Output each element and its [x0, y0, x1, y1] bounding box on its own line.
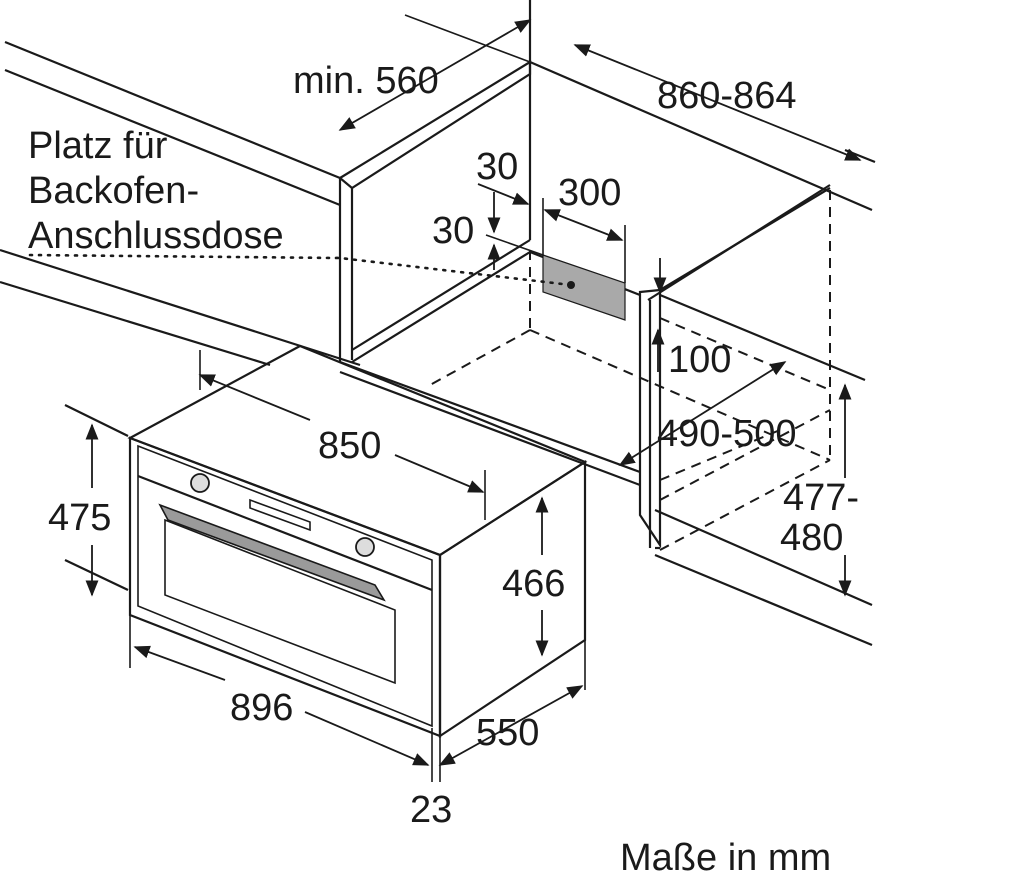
label-466: 466 [502, 563, 565, 605]
label-platz-line2: Backofen- [28, 170, 199, 212]
hidden-outline [429, 190, 831, 551]
label-units: Maße in mm [620, 837, 831, 878]
oven [127, 344, 588, 739]
knob-right-icon [355, 537, 375, 557]
labels: min. 560 860-864 Platz für Backofen- Ans… [28, 60, 859, 878]
label-100: 100 [668, 339, 731, 381]
knob-left-icon [190, 473, 210, 493]
label-860-864: 860-864 [657, 75, 796, 117]
dimension-lines [85, 14, 862, 782]
label-platz-line1: Platz für [28, 125, 168, 167]
label-300: 300 [558, 172, 621, 214]
label-550: 550 [476, 712, 539, 754]
door-handle [158, 503, 386, 602]
label-30-top: 30 [476, 146, 518, 188]
label-477: 477- [783, 477, 859, 519]
label-896: 896 [230, 687, 293, 729]
label-23: 23 [410, 789, 452, 831]
label-850: 850 [318, 425, 381, 467]
label-min-560: min. 560 [293, 60, 439, 102]
label-490-500: 490-500 [657, 413, 796, 455]
socket-area [542, 254, 626, 321]
label-480: 480 [780, 517, 843, 559]
label-475: 475 [48, 497, 111, 539]
socket-leader [28, 253, 573, 287]
label-platz-line3: Anschlussdose [28, 215, 284, 257]
label-30-left: 30 [432, 210, 474, 252]
